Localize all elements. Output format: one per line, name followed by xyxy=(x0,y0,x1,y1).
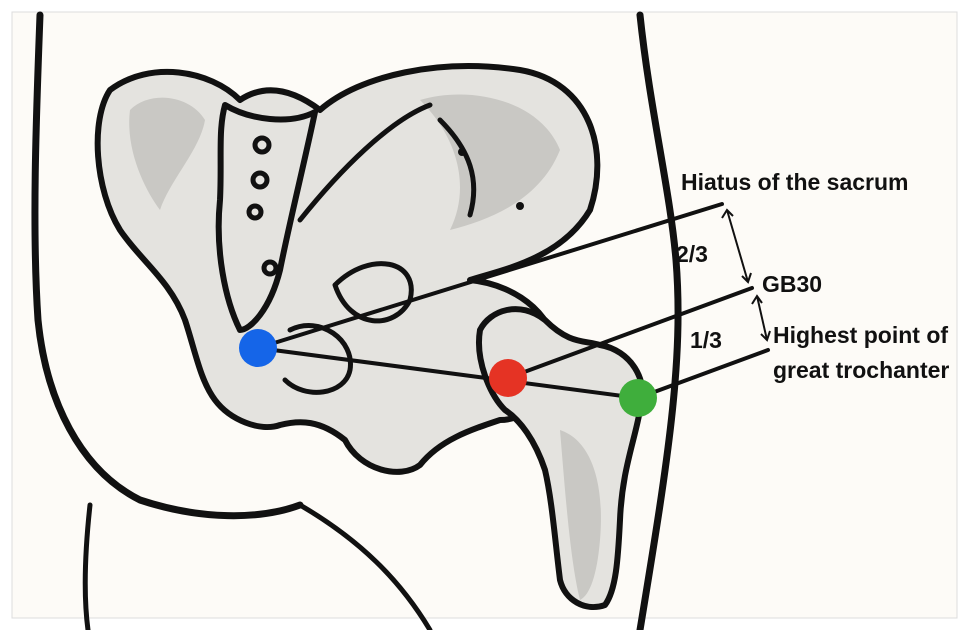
sacrum-hiatus-point xyxy=(239,329,277,367)
iliac-dot-2 xyxy=(516,202,524,210)
label-trochanter-line1: Highest point of xyxy=(773,322,948,348)
label-gb30: GB30 xyxy=(762,271,822,297)
label-trochanter-line2: great trochanter xyxy=(773,357,949,383)
label-ratio-upper: 2/3 xyxy=(676,241,708,267)
trochanter-point xyxy=(619,379,657,417)
gb30-point xyxy=(489,359,527,397)
label-hiatus-of-sacrum: Hiatus of the sacrum xyxy=(681,169,909,195)
label-ratio-lower: 1/3 xyxy=(690,327,722,353)
iliac-dot-1 xyxy=(458,148,466,156)
